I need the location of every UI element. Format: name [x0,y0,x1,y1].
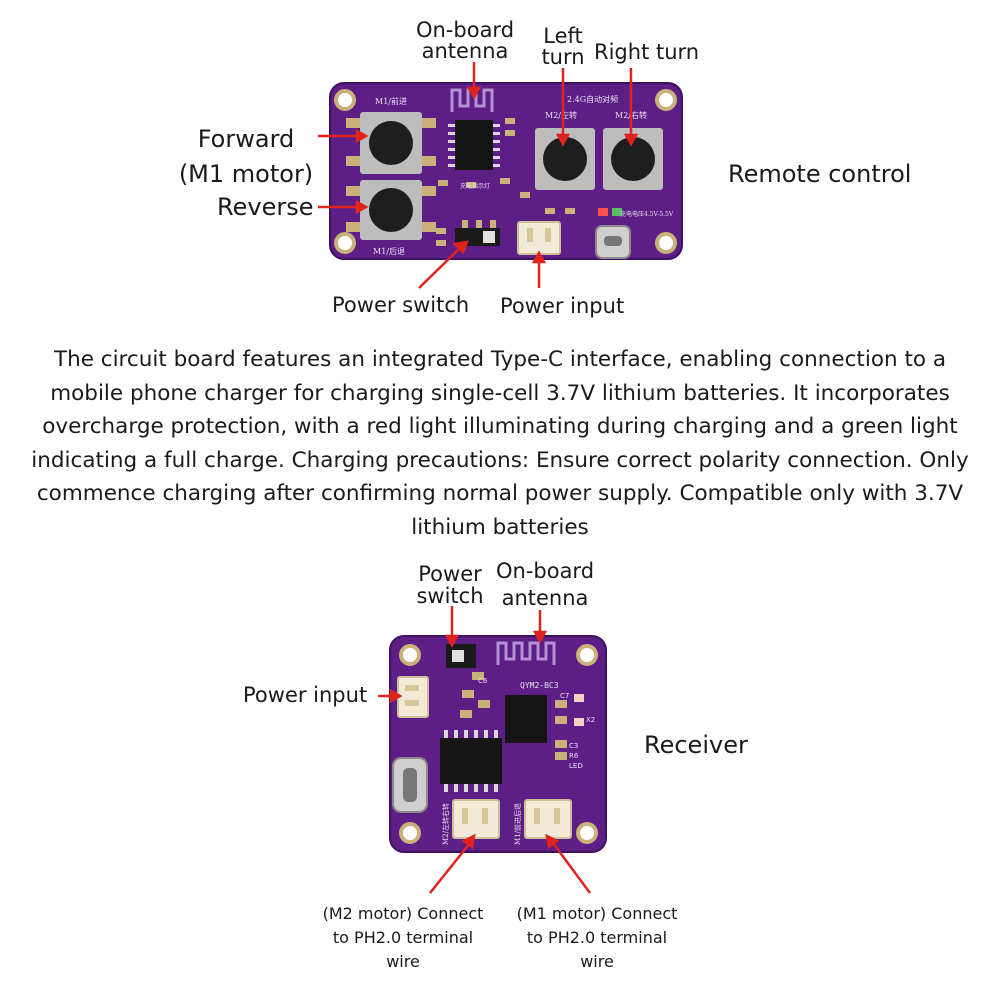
remote-arrows [318,62,639,289]
silk-led: LED [569,762,583,770]
m2-motor-label-line2: to PH2.0 terminal [332,928,474,947]
m2-motor-connector [452,799,500,839]
receiver-power-switch-label: Power switch [410,563,490,607]
silk-c7: C7 [560,692,569,700]
receiver-antenna-label-line1: On-board [495,559,595,583]
left-turn-button [535,128,595,190]
left-turn-label: Left turn [530,26,596,68]
remote-power-switch-label: Power switch [332,293,470,317]
silk-frequency: 2.4G自动对频 [567,94,618,104]
silk-x2: X2 [586,716,595,724]
silk-m2: M2/左转右转 [441,803,450,845]
silk-m2-left: M2/左转 [545,110,577,120]
receiver-antenna-label: On-board antenna [490,558,600,612]
silk-c3: C3 [569,742,578,750]
remote-usb-c-port [595,225,631,259]
right-turn-label: Right turn [594,40,700,64]
right-turn-button [603,128,663,190]
silk-m1: M1/前进后退 [513,803,522,845]
silk-model: QYM2-BC3 [520,681,559,690]
left-turn-label-line2: turn [541,45,585,69]
silk-c6: C6 [478,677,488,685]
m1-motor-label: (M1 motor) Connect to PH2.0 terminal wir… [492,902,702,974]
receiver-power-switch-label-line1: Power [418,562,482,586]
m2-motor-label-line3: wire [386,952,420,971]
m1-motor-label-line1: (M1 motor) Connect [516,904,678,923]
receiver-power-input-label: Power input [243,683,368,707]
silk-m1-reverse: M1/后退 [373,246,405,256]
remote-board [329,82,683,260]
receiver-board [389,635,607,853]
m1-motor-label-line2: to PH2.0 terminal [526,928,668,947]
forward-label-line2: (M1 motor) [178,160,314,188]
left-turn-label-line1: Left [543,24,583,48]
forward-label-line1: Forward [197,125,295,153]
remote-power-input-label: Power input [500,294,625,318]
silk-charge-indicator: 充电指示灯 [460,182,490,190]
receiver-arrows [378,606,592,894]
receiver-power-switch-label-line2: switch [416,584,484,608]
m1-motor-connector [524,799,572,839]
remote-antenna-label: On-board antenna [410,20,520,62]
receiver-power-switch [446,644,476,668]
reverse-button [346,180,436,240]
description-paragraph: The circuit board features an integrated… [31,347,969,540]
remote-antenna-label-line1: On-board [415,18,515,42]
forward-button [346,112,436,174]
receiver-power-connector [397,676,429,718]
receiver-title: Receiver [644,731,748,759]
silk-r6: R6 [569,752,579,760]
silk-charge-voltage: 充电电压4.5V-5.5V [620,210,674,218]
m1-motor-label-line3: wire [580,952,614,971]
remote-antenna-label-line2: antenna [421,39,509,63]
receiver-usb-c-port [392,757,428,813]
m2-motor-label: (M2 motor) Connect to PH2.0 terminal wir… [298,902,508,974]
receiver-antenna-label-line2: antenna [501,586,589,610]
m2-motor-label-line1: (M2 motor) Connect [322,904,484,923]
remote-power-connector [517,221,561,255]
reverse-label: Reverse [217,193,314,221]
remote-control-title: Remote control [728,160,912,188]
forward-label: Forward (M1 motor) [176,122,316,192]
silk-m1-forward: M1/前进 [375,96,407,106]
